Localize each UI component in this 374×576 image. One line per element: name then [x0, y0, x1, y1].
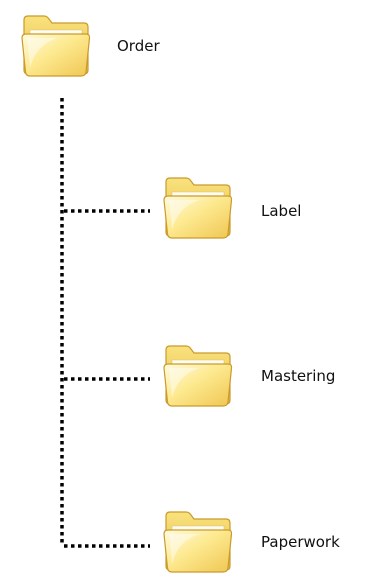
node-label: Label — [261, 202, 302, 220]
tree-node-paperwork[interactable]: Paperwork — [160, 504, 372, 576]
folder-icon — [160, 338, 236, 410]
folder-icon — [18, 8, 94, 80]
folder-icon — [160, 504, 236, 576]
folder-icon — [160, 170, 236, 242]
node-label: Paperwork — [261, 533, 340, 551]
tree-node-label[interactable]: Label — [160, 170, 360, 242]
node-label: Order — [117, 37, 160, 55]
tree-node-mastering[interactable]: Mastering — [160, 338, 370, 410]
node-label: Mastering — [261, 367, 336, 385]
tree-node-order[interactable]: Order — [18, 8, 188, 80]
